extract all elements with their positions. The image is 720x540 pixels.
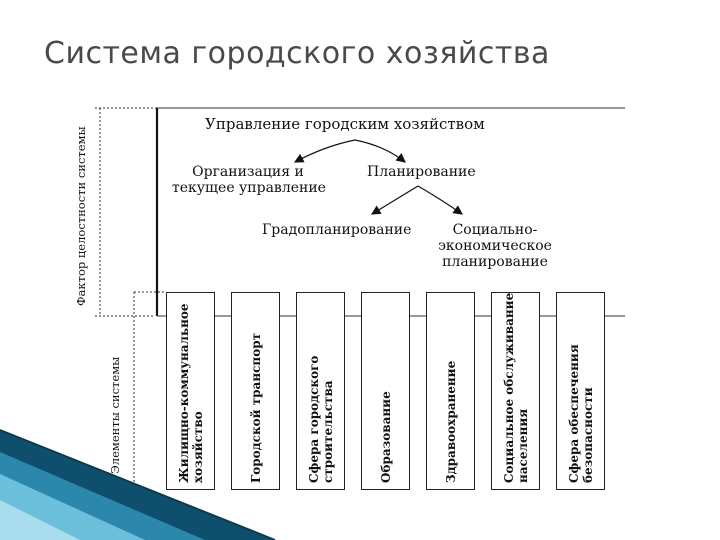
- element-label-line: Жилищно-коммунальное: [176, 303, 191, 483]
- slide-title: Система городского хозяйства: [44, 36, 550, 71]
- system-elements-label: Элементы системы: [108, 356, 122, 474]
- element-label-line: безопасности: [580, 387, 595, 483]
- org-node-line2: текущее управление: [172, 180, 326, 196]
- org-node: Организация и текущее управление: [172, 164, 326, 196]
- socio-line1: Социально-: [452, 222, 538, 238]
- integrity-factor-label: Фактор целостности системы: [74, 126, 88, 306]
- urban-planning-node: Градопланирование: [262, 222, 412, 238]
- element-box: Образование: [361, 292, 410, 490]
- socio-line2: экономическое: [438, 238, 552, 254]
- element-label-line: Сфера городского: [306, 355, 321, 483]
- element-label: Образование: [379, 391, 393, 483]
- socio-line3: планирование: [442, 254, 548, 270]
- element-label-line: хозяйство: [190, 411, 205, 483]
- planning-node: Планирование: [367, 164, 476, 180]
- element-label-line: Образование: [378, 391, 393, 483]
- element-label-line: Городской транспорт: [248, 332, 263, 483]
- element-box: Городской транспорт: [231, 292, 280, 490]
- org-node-line1: Организация и: [192, 164, 304, 180]
- socio-economic-node: Социально- экономическое планирование: [430, 222, 560, 270]
- element-label: Здравоохранение: [444, 361, 458, 483]
- element-label-line: Здравоохранение: [443, 360, 458, 483]
- element-label-line: Сфера обеспечения: [566, 344, 581, 483]
- element-label: Городской транспорт: [249, 333, 263, 483]
- root-node: Управление городским хозяйством: [205, 115, 485, 133]
- element-label-line: строительства: [320, 380, 335, 483]
- element-label-line: Социальное обслуживание: [501, 292, 516, 483]
- element-label-line: населения: [515, 408, 530, 483]
- element-box: Здравоохранение: [426, 292, 475, 490]
